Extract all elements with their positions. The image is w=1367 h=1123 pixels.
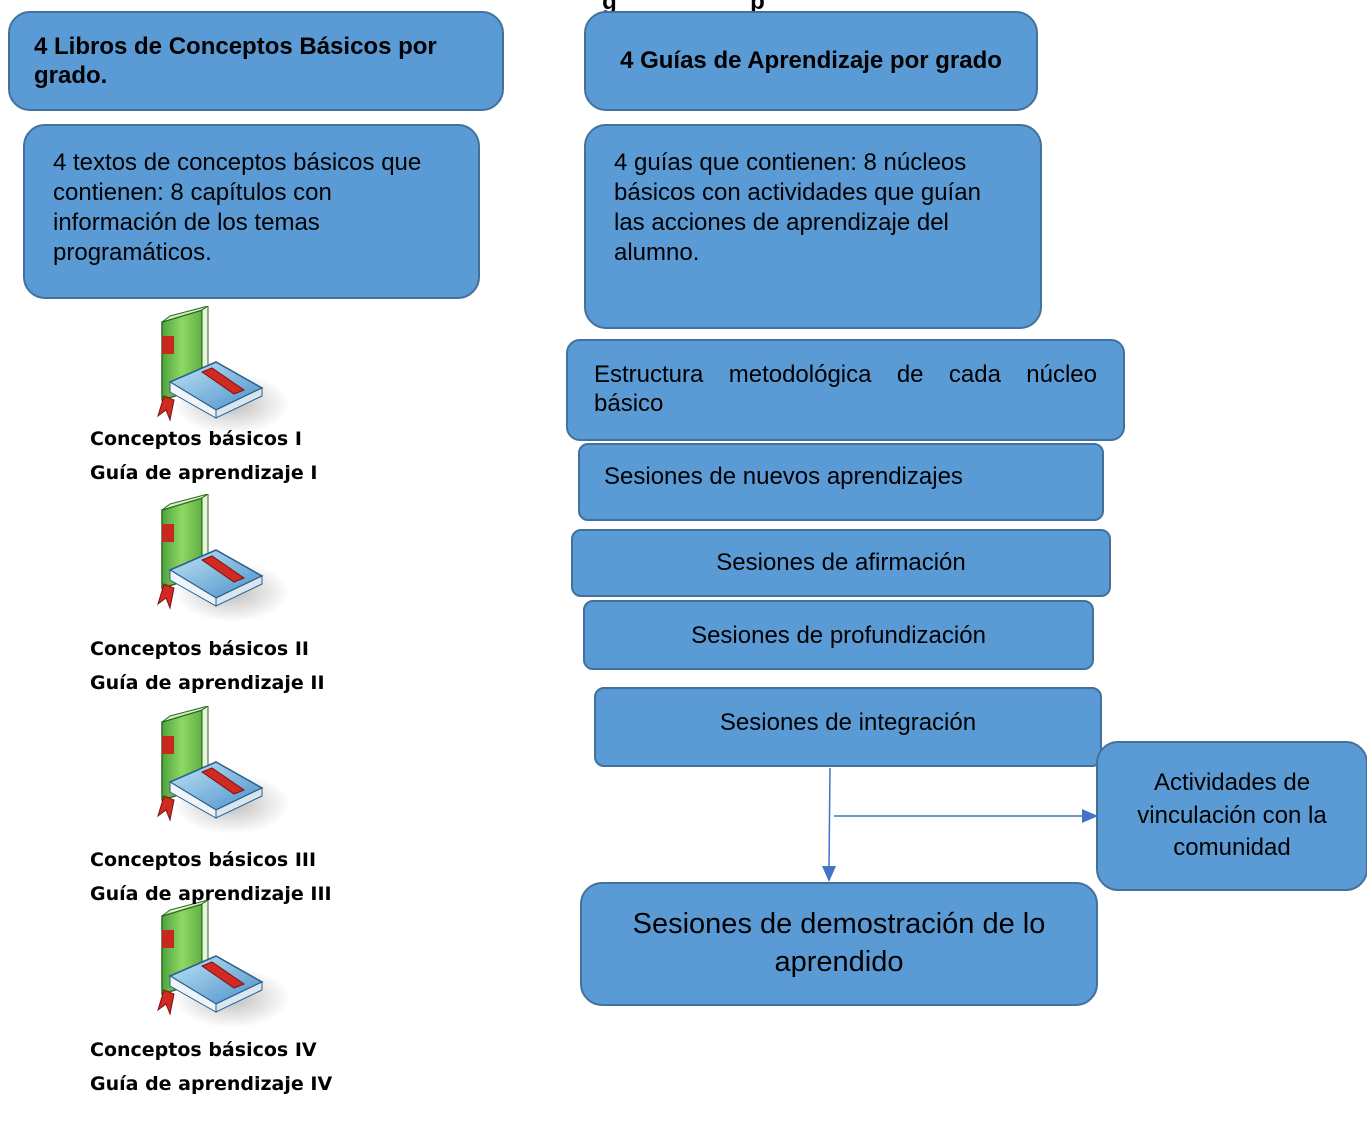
left-header-text: 4 Libros de Conceptos Básicos por grado. <box>34 33 437 89</box>
concept-label: Conceptos básicos I <box>90 428 302 450</box>
book-caption-4: Conceptos básicos IV Guía de aprendizaje… <box>90 1033 332 1101</box>
session-integration-box: Sesiones de integración <box>594 687 1102 767</box>
right-description-box: 4 guías que contienen: 8 núcleos básicos… <box>584 124 1042 329</box>
community-activities-box: Actividades de vinculación con la comuni… <box>1096 741 1367 891</box>
concept-label: Conceptos básicos IV <box>90 1039 317 1061</box>
guide-label: Guía de aprendizaje IV <box>90 1073 333 1095</box>
right-arrowhead <box>1082 809 1098 823</box>
session-new-learning-text: Sesiones de nuevos aprendizajes <box>604 463 963 490</box>
right-description-text: 4 guías que contienen: 8 núcleos básicos… <box>614 149 981 266</box>
book-caption-1: Conceptos básicos I Guía de aprendizaje … <box>90 422 317 490</box>
guide-label: Guía de aprendizaje II <box>90 672 325 694</box>
concept-label: Conceptos básicos II <box>90 638 309 660</box>
demonstration-box: Sesiones de demostración de lo aprendido <box>580 882 1098 1006</box>
book-caption-2: Conceptos básicos II Guía de aprendizaje… <box>90 632 325 700</box>
right-header-text: 4 Guías de Aprendizaje por grado <box>620 46 1002 74</box>
down-arrow-line <box>828 767 831 869</box>
right-header-box: 4 Guías de Aprendizaje por grado <box>584 11 1038 111</box>
structure-box: Estructura metodológica de cada núcleo b… <box>566 339 1125 441</box>
book-icon <box>157 706 290 834</box>
session-deepening-text: Sesiones de profundización <box>691 622 986 649</box>
community-activities-text: Actividades de vinculación con la comuni… <box>1137 769 1327 862</box>
book-icon <box>157 494 290 622</box>
left-header-box: 4 Libros de Conceptos Básicos por grado. <box>8 11 504 111</box>
guide-label: Guía de aprendizaje III <box>90 883 332 905</box>
book-icon <box>157 306 290 434</box>
session-deepening-box: Sesiones de profundización <box>583 600 1094 670</box>
session-affirmation-text: Sesiones de afirmación <box>716 548 966 576</box>
session-new-learning-box: Sesiones de nuevos aprendizajes <box>578 443 1104 521</box>
down-arrowhead <box>822 866 836 882</box>
session-integration-text: Sesiones de integración <box>719 709 977 736</box>
left-description-text: 4 textos de conceptos básicos que contie… <box>53 149 422 266</box>
concept-label: Conceptos básicos III <box>90 849 317 871</box>
left-description-box: 4 textos de conceptos básicos que contie… <box>23 124 480 299</box>
guide-label: Guía de aprendizaje I <box>90 462 318 484</box>
demonstration-text: Sesiones de demostración de lo aprendido <box>632 908 1046 978</box>
book-icon <box>157 900 290 1028</box>
book-caption-3: Conceptos básicos III Guía de aprendizaj… <box>90 843 332 911</box>
session-affirmation-box: Sesiones de afirmación <box>571 529 1111 597</box>
structure-text: Estructura metodológica de cada núcleo b… <box>594 361 1097 417</box>
